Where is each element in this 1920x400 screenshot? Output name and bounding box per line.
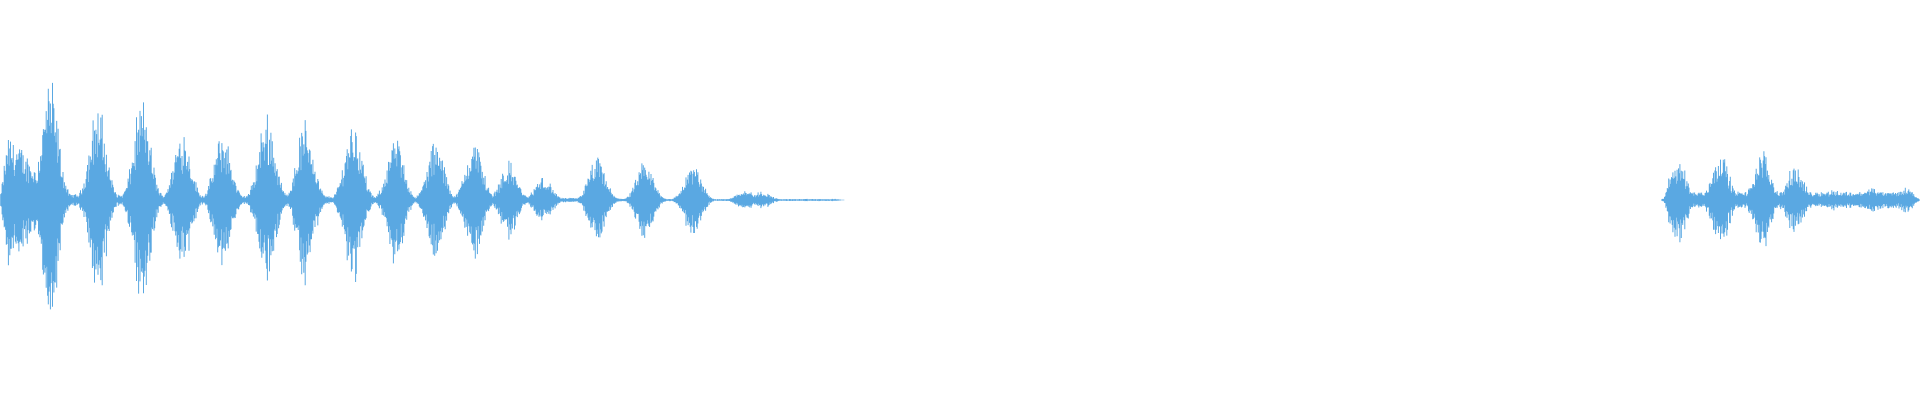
waveform-samples [1661,151,1920,247]
clips-layer [0,82,1920,310]
audio-clip-2[interactable] [1661,151,1920,247]
audio-clip-1[interactable] [0,82,845,310]
waveform-samples [0,82,845,310]
